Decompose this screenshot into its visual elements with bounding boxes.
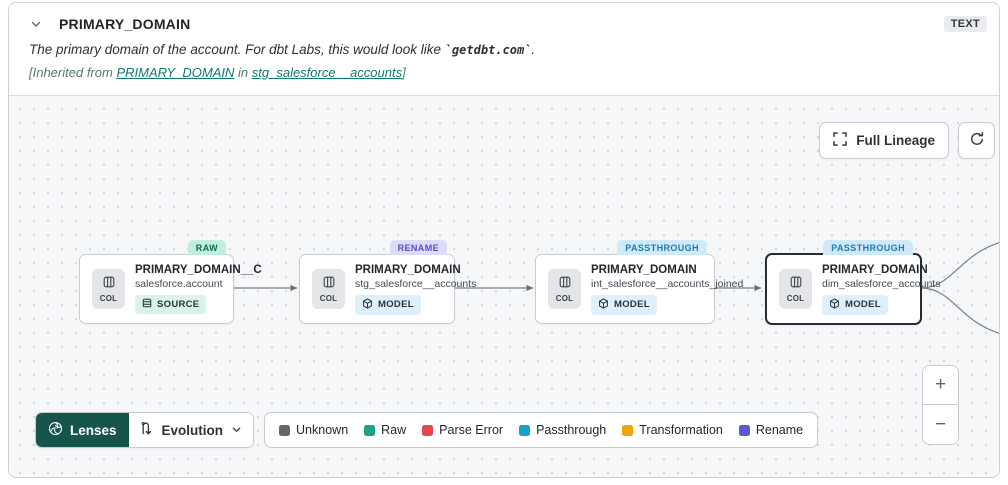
node-parent-name: dim_salesforce_accounts [822, 277, 941, 290]
zoom-controls: + − [922, 365, 959, 445]
node-parent-name: salesforce.account [135, 278, 223, 290]
bottom-toolbar: Lenses Evolution [35, 412, 819, 448]
zoom-in-button[interactable]: + [923, 366, 958, 405]
lineage-node-intermediate[interactable]: PASSTHROUGH COL PRIMARY_DOMAIN int_sales… [535, 240, 743, 324]
lenses-control: Lenses Evolution [35, 412, 255, 448]
refresh-button[interactable] [958, 122, 995, 159]
column-chip: COL [779, 269, 812, 309]
inherited-column-link[interactable]: PRIMARY_DOMAIN [116, 65, 235, 80]
evolution-icon [140, 421, 154, 439]
node-column-name: PRIMARY_DOMAIN [591, 263, 697, 276]
lineage-canvas[interactable]: Full Lineage RAW COL PRIMARY_DOMAIN__C [9, 95, 999, 477]
chevron-down-icon [231, 423, 242, 438]
node-column-name: PRIMARY_DOMAIN [822, 263, 928, 276]
column-lineage-panel: PRIMARY_DOMAIN TEXT The primary domain o… [8, 2, 1000, 478]
lineage-edges [234, 242, 999, 334]
columns-icon [323, 275, 335, 293]
selected-lens-label: Evolution [161, 422, 224, 438]
legend-item: Passthrough [519, 423, 606, 437]
lens-selector-dropdown[interactable]: Evolution [128, 413, 254, 447]
legend-item: Rename [738, 423, 803, 437]
legend-item: Transformation [622, 423, 723, 437]
column-title: PRIMARY_DOMAIN [59, 16, 191, 32]
column-chip: COL [92, 269, 125, 309]
legend-item: Unknown [279, 423, 348, 437]
resource-type-badge: MODEL [822, 294, 888, 315]
status-legend: Unknown Raw Parse Error Passthrough Tran… [264, 412, 819, 448]
resource-type-badge: MODEL [355, 294, 421, 315]
lineage-node-staging[interactable]: RENAME COL PRIMARY_DOMAIN stg_salesforce… [299, 240, 476, 324]
column-chip: COL [548, 269, 581, 309]
inherited-from-note: [Inherited from PRIMARY_DOMAIN in stg_sa… [29, 65, 406, 80]
lens-aperture-icon [48, 421, 63, 439]
inline-code: `getdbt.com` [444, 43, 532, 57]
model-icon [829, 297, 840, 312]
collapse-chevron-icon[interactable] [27, 15, 45, 33]
fullscreen-icon [833, 132, 848, 149]
resource-type-badge: SOURCE [135, 295, 207, 314]
zoom-out-button[interactable]: − [923, 405, 958, 444]
inherited-model-link[interactable]: stg_salesforce__accounts [251, 65, 403, 80]
legend-item: Raw [364, 423, 406, 437]
source-icon [142, 298, 152, 311]
full-lineage-label: Full Lineage [856, 133, 935, 148]
column-chip: COL [312, 269, 345, 309]
column-type-badge: TEXT [943, 16, 987, 32]
refresh-icon [969, 131, 985, 150]
lineage-node-source[interactable]: RAW COL PRIMARY_DOMAIN__C salesforce.acc… [79, 240, 262, 324]
node-column-name: PRIMARY_DOMAIN [355, 263, 461, 276]
node-parent-name: stg_salesforce__accounts [355, 277, 477, 290]
columns-icon [790, 275, 802, 293]
columns-icon [559, 275, 571, 293]
resource-type-badge: MODEL [591, 294, 657, 315]
node-column-name: PRIMARY_DOMAIN__C [135, 264, 262, 276]
model-icon [598, 297, 609, 312]
lenses-button[interactable]: Lenses [36, 413, 129, 447]
column-header: PRIMARY_DOMAIN TEXT The primary domain o… [9, 3, 999, 95]
legend-item: Parse Error [422, 423, 503, 437]
columns-icon [103, 275, 115, 293]
column-description: The primary domain of the account. For d… [29, 42, 536, 57]
full-lineage-button[interactable]: Full Lineage [819, 122, 949, 159]
model-icon [362, 297, 373, 312]
node-parent-name: int_salesforce__accounts_joined [591, 277, 744, 290]
lineage-node-dim-selected[interactable]: PASSTHROUGH COL PRIMARY_DOMAIN dim_sales… [765, 240, 940, 325]
